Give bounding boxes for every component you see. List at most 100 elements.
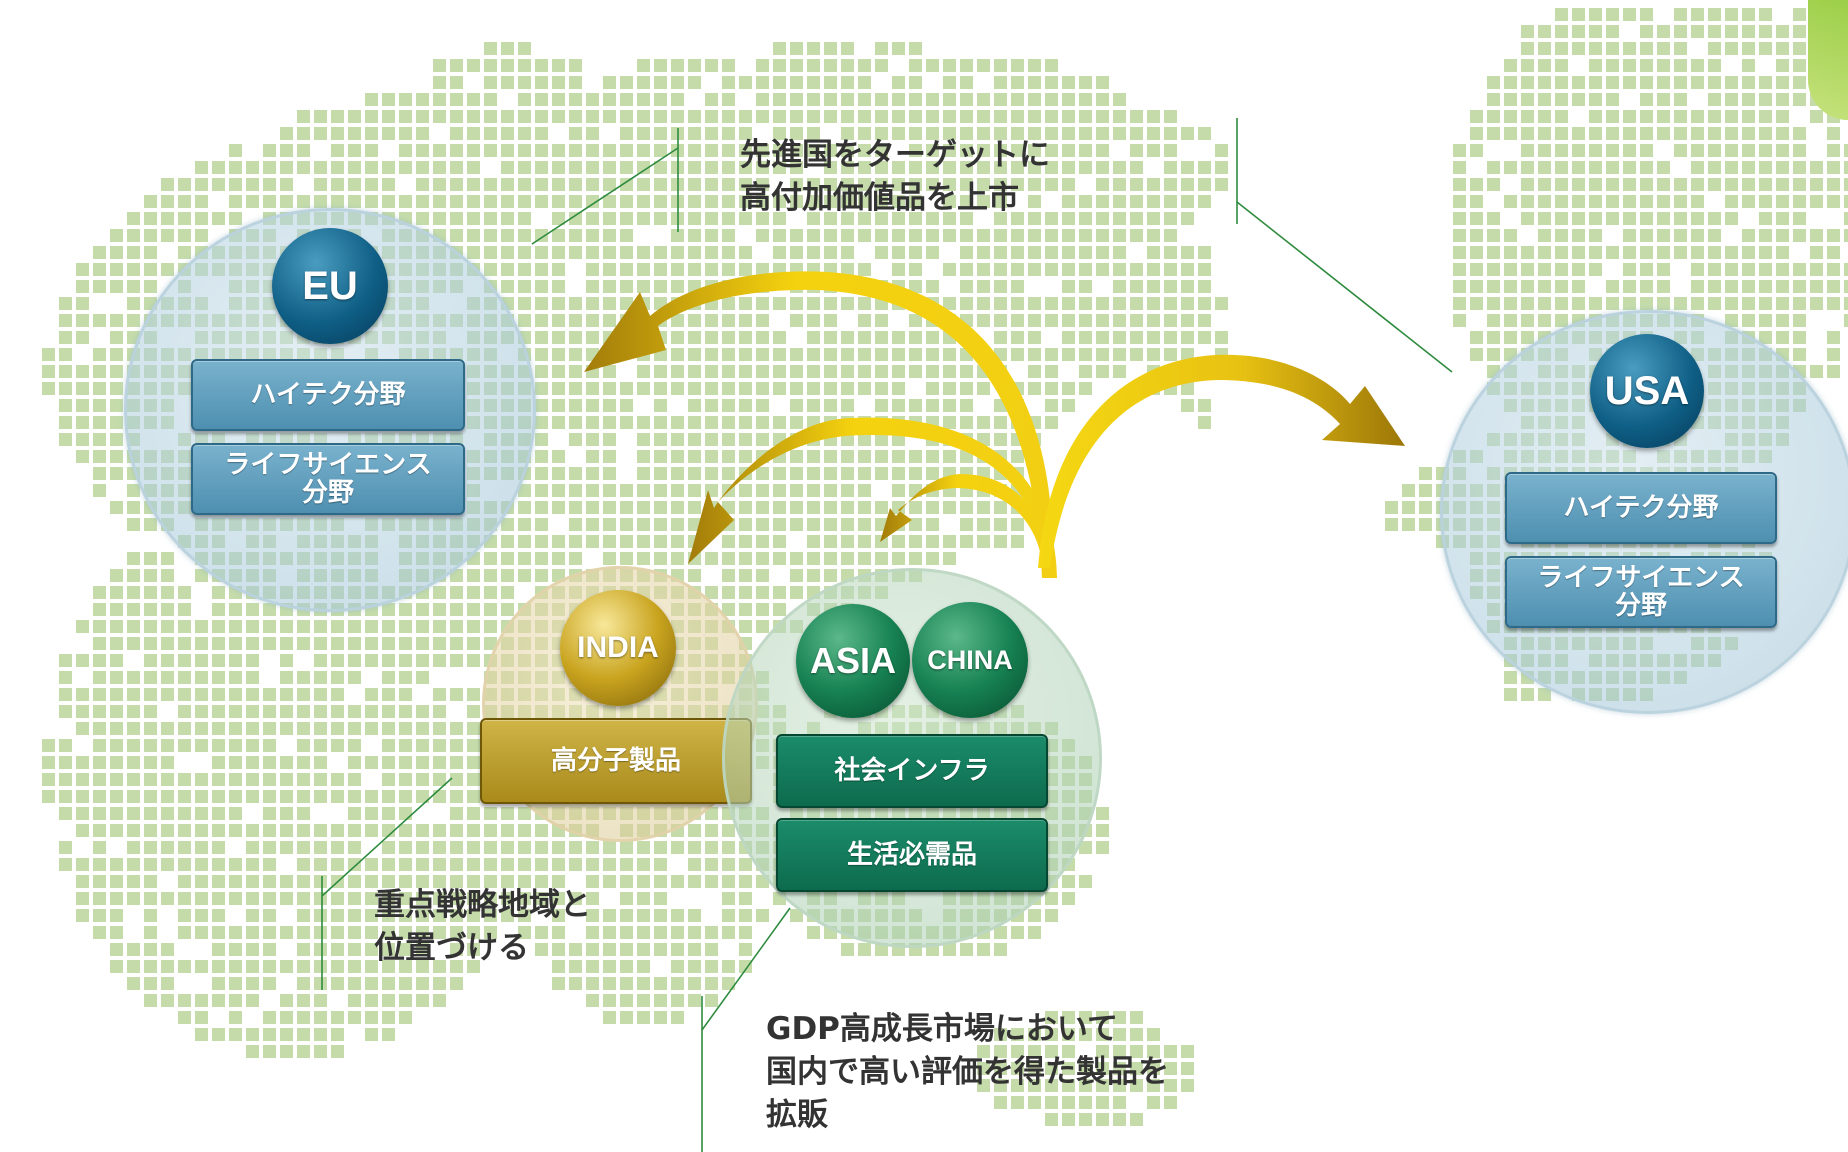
map-dot: [926, 59, 939, 72]
map-dot: [467, 943, 480, 956]
map-dot: [212, 841, 225, 854]
map-dot: [841, 382, 854, 395]
map-dot: [518, 195, 531, 208]
map-dot: [93, 875, 106, 888]
map-dot: [909, 161, 922, 174]
map-dot: [195, 654, 208, 667]
map-dot: [943, 127, 956, 140]
map-dot: [1028, 1096, 1041, 1109]
map-dot: [858, 144, 871, 157]
map-dot: [1028, 331, 1041, 344]
map-dot: [824, 161, 837, 174]
map-dot: [127, 790, 140, 803]
map-dot: [1011, 1045, 1024, 1058]
map-dot: [297, 705, 310, 718]
map-dot: [1079, 365, 1092, 378]
map-dot: [314, 909, 327, 922]
map-dot: [739, 926, 752, 939]
map-dot: [399, 671, 412, 684]
map-dot: [722, 212, 735, 225]
map-dot: [1062, 178, 1075, 191]
map-dot: [1198, 246, 1211, 259]
map-dot: [263, 824, 276, 837]
map-dot: [773, 467, 786, 480]
map-dot: [569, 331, 582, 344]
map-dot: [246, 739, 259, 752]
map-dot: [416, 909, 429, 922]
map-dot: [195, 195, 208, 208]
map-dot: [76, 722, 89, 735]
map-dot: [433, 76, 446, 89]
map-dot: [671, 977, 684, 990]
map-dot: [297, 195, 310, 208]
map-dot: [178, 603, 191, 616]
map-dot: [1725, 161, 1738, 174]
map-dot: [1606, 178, 1619, 191]
map-dot: [773, 416, 786, 429]
map-dot: [484, 603, 497, 616]
map-dot: [1589, 229, 1602, 242]
map-dot: [654, 467, 667, 480]
map-dot: [518, 212, 531, 225]
map-dot: [42, 739, 55, 752]
map-dot: [212, 637, 225, 650]
map-dot: [586, 178, 599, 191]
map-dot: [977, 161, 990, 174]
map-dot: [127, 518, 140, 531]
map-dot: [688, 994, 701, 1007]
map-dot: [1538, 229, 1551, 242]
map-dot: [1198, 263, 1211, 276]
map-dot: [501, 212, 514, 225]
map-dot: [1623, 280, 1636, 293]
map-dot: [552, 110, 565, 123]
map-dot: [1045, 178, 1058, 191]
map-dot: [722, 841, 735, 854]
map-dot: [1079, 314, 1092, 327]
map-dot: [824, 450, 837, 463]
map-dot: [1062, 229, 1075, 242]
map-dot: [1742, 76, 1755, 89]
map-dot: [960, 297, 973, 310]
map-dot: [1113, 229, 1126, 242]
map-dot: [841, 484, 854, 497]
map-dot: [484, 892, 497, 905]
map-dot: [926, 331, 939, 344]
map-dot: [1725, 93, 1738, 106]
map-dot: [450, 195, 463, 208]
map-dot: [518, 161, 531, 174]
map-dot: [705, 824, 718, 837]
map-dot: [1062, 297, 1075, 310]
map-dot: [824, 382, 837, 395]
map-dot: [229, 858, 242, 871]
map-dot: [1045, 1113, 1058, 1126]
map-dot: [229, 875, 242, 888]
map-dot: [110, 229, 123, 242]
map-dot: [365, 977, 378, 990]
map-dot: [1640, 161, 1653, 174]
map-dot: [739, 569, 752, 582]
map-dot: [382, 671, 395, 684]
map-dot: [858, 518, 871, 531]
map-dot: [416, 858, 429, 871]
map-dot: [569, 858, 582, 871]
map-dot: [246, 841, 259, 854]
map-dot: [1453, 280, 1466, 293]
map-dot: [450, 569, 463, 582]
map-dot: [1759, 8, 1772, 21]
map-dot: [110, 603, 123, 616]
map-dot: [722, 314, 735, 327]
map-dot: [1164, 331, 1177, 344]
map-dot: [994, 314, 1007, 327]
map-dot: [331, 637, 344, 650]
map-dot: [365, 144, 378, 157]
map-dot: [892, 246, 905, 259]
map-dot: [773, 603, 786, 616]
map-dot: [722, 178, 735, 191]
map-dot: [1113, 1096, 1126, 1109]
map-dot: [1011, 1062, 1024, 1075]
map-dot: [433, 161, 446, 174]
map-dot: [858, 263, 871, 276]
map-dot: [127, 569, 140, 582]
map-dot: [875, 552, 888, 565]
map-dot: [297, 773, 310, 786]
